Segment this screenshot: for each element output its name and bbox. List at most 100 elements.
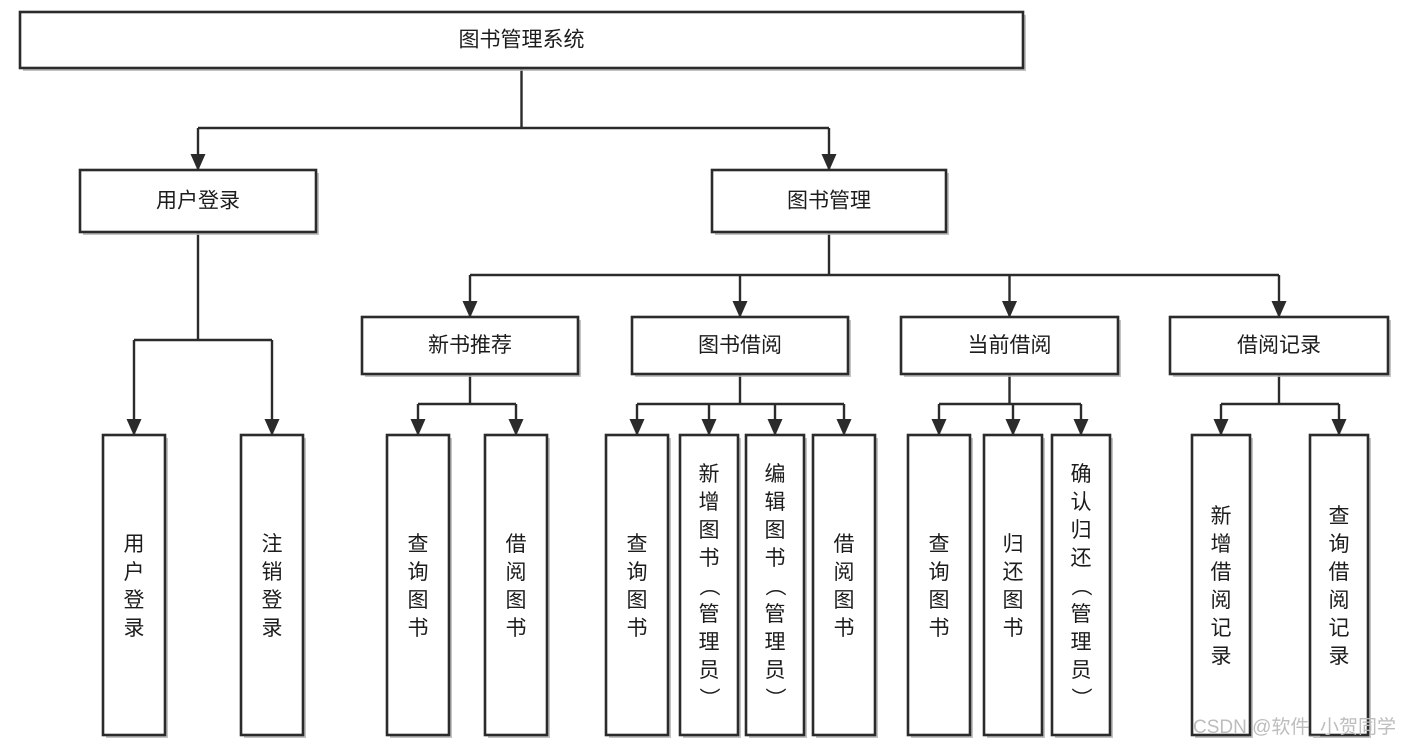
arrow-head-icon <box>462 301 478 318</box>
svg-text:员: 员 <box>699 659 720 682</box>
node-box-user-login[interactable] <box>78 168 318 234</box>
node-box-current-borrow[interactable] <box>899 315 1120 376</box>
node-leaf-add-book[interactable] <box>678 433 741 738</box>
arrow-head-icon <box>629 419 645 436</box>
arrow-head-icon <box>508 419 524 436</box>
node-leaf-borrow-book-2[interactable] <box>811 433 878 738</box>
svg-text:归: 归 <box>1003 533 1024 556</box>
svg-text:录: 录 <box>1211 645 1232 668</box>
svg-text:认: 认 <box>1071 491 1092 514</box>
svg-text:阅: 阅 <box>834 561 855 584</box>
node-label-current-borrow: 当前借阅 <box>968 334 1052 357</box>
node-leaf-add-record[interactable] <box>1190 433 1253 738</box>
node-book-management[interactable] <box>710 168 949 235</box>
svg-text:新: 新 <box>699 463 720 486</box>
svg-text:理: 理 <box>699 631 720 654</box>
svg-text:增: 增 <box>1211 533 1232 556</box>
node-box-leaf-query-book-3[interactable] <box>906 433 972 737</box>
arrow-head-icon <box>1331 419 1347 436</box>
node-root[interactable] <box>18 10 1026 71</box>
svg-text:员: 员 <box>1071 659 1092 682</box>
node-box-leaf-query-book-2[interactable] <box>604 433 670 737</box>
node-box-leaf-query-record[interactable] <box>1308 433 1370 737</box>
svg-text:书: 书 <box>627 617 648 640</box>
svg-text:询: 询 <box>627 561 648 584</box>
node-current-borrow[interactable] <box>899 315 1121 377</box>
svg-text:理: 理 <box>765 631 786 654</box>
node-box-book-management[interactable] <box>710 168 948 234</box>
labels-layer: 图书管理系统用户登录图书管理新书推荐图书借阅当前借阅借阅记录用户登录注销登录查询… <box>124 29 1350 709</box>
node-leaf-logout[interactable] <box>239 433 306 738</box>
svg-text:户: 户 <box>124 561 145 584</box>
node-user-login[interactable] <box>78 168 319 235</box>
svg-text:员: 员 <box>765 659 786 682</box>
svg-text:借: 借 <box>506 533 527 556</box>
svg-text:查: 查 <box>929 533 950 556</box>
node-leaf-user-login[interactable] <box>101 433 168 738</box>
arrow-head-icon <box>701 419 717 436</box>
node-box-leaf-add-book[interactable] <box>678 433 740 737</box>
svg-text:借: 借 <box>834 533 855 556</box>
svg-text:阅: 阅 <box>1211 589 1232 612</box>
node-label-user-login: 用户登录 <box>156 190 240 213</box>
node-box-leaf-user-login[interactable] <box>101 433 167 737</box>
node-box-leaf-borrow-book-2[interactable] <box>811 433 877 737</box>
svg-text:理: 理 <box>1071 631 1092 654</box>
node-box-leaf-logout[interactable] <box>239 433 305 737</box>
svg-text:记: 记 <box>1329 617 1350 640</box>
node-borrow-records[interactable] <box>1168 315 1391 377</box>
svg-text:询: 询 <box>929 561 950 584</box>
node-leaf-return-book[interactable] <box>982 433 1045 738</box>
svg-text:）: ） <box>697 687 720 708</box>
node-book-borrow[interactable] <box>630 315 851 377</box>
svg-text:图: 图 <box>408 589 429 612</box>
node-label-root: 图书管理系统 <box>459 29 585 52</box>
svg-text:图: 图 <box>1003 589 1024 612</box>
node-leaf-query-book-1[interactable] <box>385 433 452 738</box>
connectors-layer <box>126 68 1347 436</box>
svg-text:图: 图 <box>929 589 950 612</box>
node-leaf-query-record[interactable] <box>1308 433 1371 738</box>
node-leaf-borrow-book-1[interactable] <box>483 433 550 738</box>
arrow-head-icon <box>1005 419 1021 436</box>
svg-text:阅: 阅 <box>506 561 527 584</box>
node-box-new-book-recommend[interactable] <box>360 315 580 376</box>
node-leaf-query-book-2[interactable] <box>604 433 671 738</box>
node-leaf-confirm-return[interactable] <box>1050 433 1113 738</box>
arrow-head-icon <box>1002 301 1017 318</box>
svg-text:还: 还 <box>1071 547 1092 570</box>
arrow-head-icon <box>410 419 426 436</box>
svg-text:用: 用 <box>124 533 145 556</box>
svg-text:新: 新 <box>1211 505 1232 528</box>
svg-text:（: （ <box>697 575 720 596</box>
svg-text:书: 书 <box>1003 617 1024 640</box>
svg-text:书: 书 <box>929 617 950 640</box>
node-leaf-edit-book[interactable] <box>744 433 807 738</box>
svg-text:记: 记 <box>1211 617 1232 640</box>
node-new-book-recommend[interactable] <box>360 315 581 377</box>
node-box-leaf-return-book[interactable] <box>982 433 1044 737</box>
svg-text:管: 管 <box>699 603 720 626</box>
node-box-borrow-records[interactable] <box>1168 315 1390 376</box>
node-box-root[interactable] <box>18 10 1025 70</box>
svg-text:图: 图 <box>506 589 527 612</box>
arrow-head-icon <box>1073 419 1089 436</box>
node-box-book-borrow[interactable] <box>630 315 850 376</box>
node-label-leaf-user-login: 用户登录 <box>124 533 145 640</box>
node-box-leaf-edit-book[interactable] <box>744 433 806 737</box>
svg-text:查: 查 <box>1329 505 1350 528</box>
svg-text:（: （ <box>763 575 786 596</box>
svg-text:登: 登 <box>262 589 283 612</box>
svg-text:阅: 阅 <box>1329 589 1350 612</box>
node-leaf-query-book-3[interactable] <box>906 433 973 738</box>
node-box-leaf-add-record[interactable] <box>1190 433 1252 737</box>
node-box-leaf-query-book-1[interactable] <box>385 433 451 737</box>
node-box-leaf-borrow-book-1[interactable] <box>483 433 549 737</box>
node-box-leaf-confirm-return[interactable] <box>1050 433 1112 737</box>
